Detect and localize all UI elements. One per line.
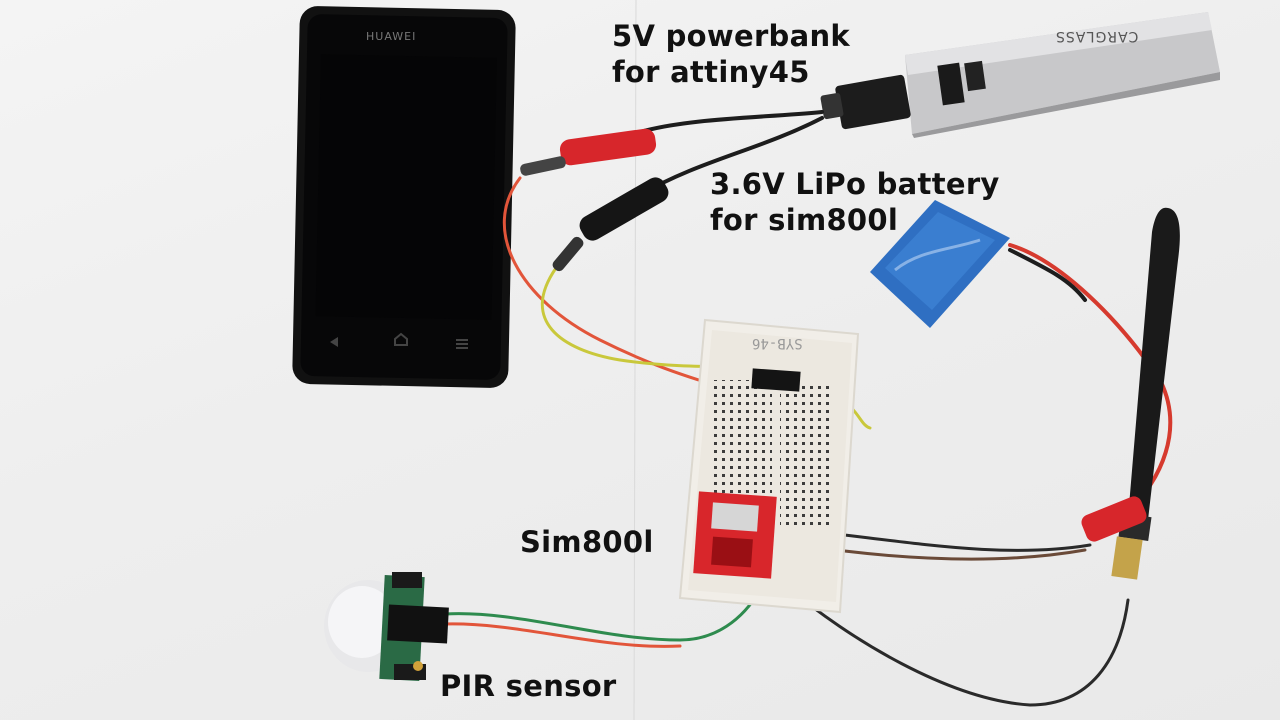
phone-back-icon: [330, 337, 338, 347]
pir-sensor: [324, 572, 449, 681]
smartphone: [292, 6, 516, 388]
powerbank-label: 5V powerbank for attiny45: [612, 18, 850, 90]
sim800l-label: Sim800l: [520, 525, 654, 559]
powerbank-label-line2: for attiny45: [612, 55, 810, 89]
phone-home-icon: [394, 332, 408, 346]
pir-sensor-label: PIR sensor: [440, 669, 617, 703]
phone-menu-icon: [456, 339, 468, 349]
antenna: [1081, 207, 1180, 580]
lipo-battery: [870, 200, 1010, 328]
lipo-label: 3.6V LiPo battery for sim800l: [710, 166, 1000, 238]
powerbank-brand-text: CARGLASS: [1055, 28, 1139, 44]
phone-brand-text: HUAWEI: [366, 30, 417, 43]
powerbank-label-line1: 5V powerbank: [612, 19, 851, 53]
sim800l-module: [693, 491, 777, 579]
lipo-label-line2: for sim800l: [710, 203, 899, 237]
lipo-label-line1: 3.6V LiPo battery: [710, 167, 1000, 201]
attiny45-chip: [751, 368, 801, 392]
powerbank: [820, 12, 1220, 138]
alligator-clips: [520, 128, 669, 272]
breadboard-marking: SYB-46: [752, 335, 803, 351]
paper-seam: [633, 0, 637, 720]
